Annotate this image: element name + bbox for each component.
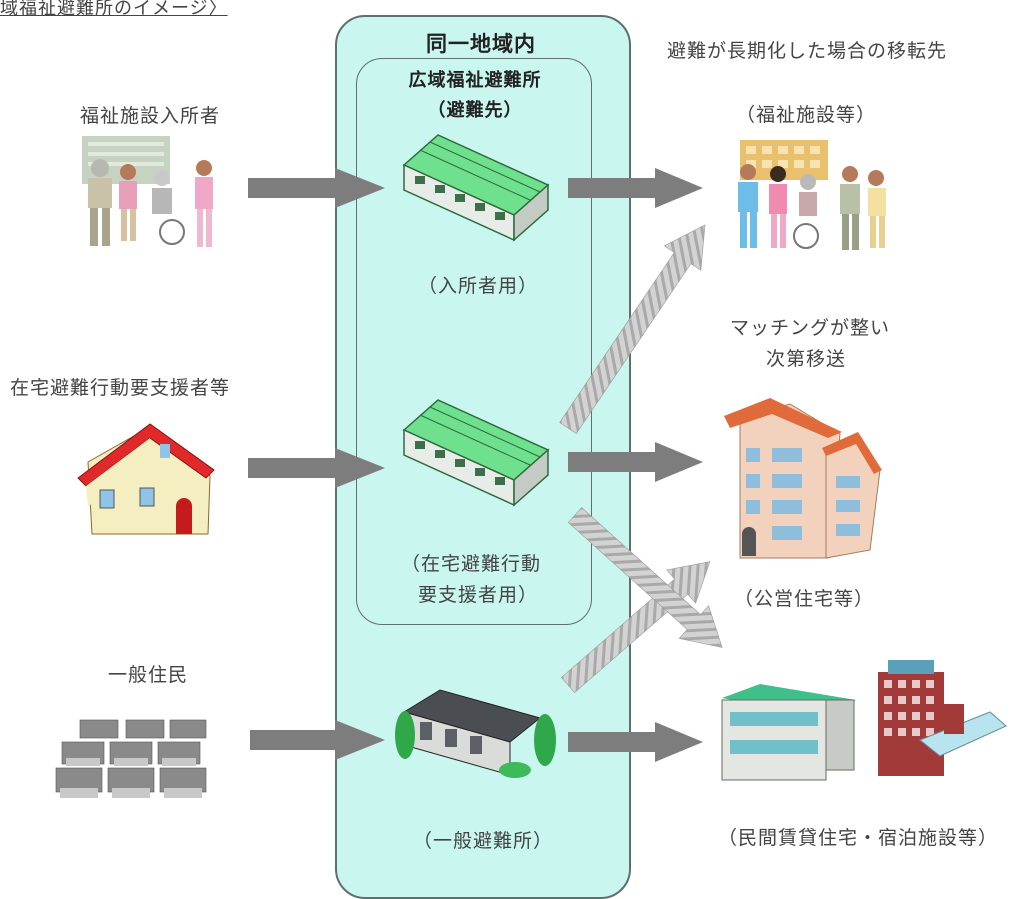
shelter-home-icon <box>402 399 550 507</box>
label-welfare-facilities: （福祉施設等） <box>735 104 877 126</box>
label-shelter-home-line1: （在宅避難行動 <box>400 553 542 575</box>
arrow-dashed-to-welfare <box>559 224 706 435</box>
home-house-icon <box>77 423 215 535</box>
label-matching-line2: 次第移送 <box>765 348 847 370</box>
arrow-general-to-shelter <box>250 720 385 760</box>
diagram-caption: 域福祉避難所のイメージ〉 <box>0 0 228 19</box>
arrow-residents-to-shelter <box>248 168 385 208</box>
general-residents-icon <box>55 719 207 793</box>
label-destinations-heading: 避難が長期化した場合の移転先 <box>666 40 948 62</box>
shelter-general-icon <box>395 689 556 778</box>
arrow-shelter-to-public <box>568 442 703 482</box>
arrow-dashed-to-private <box>567 507 723 648</box>
label-shelter-residents: （入所者用） <box>417 275 539 297</box>
arrow-shelter-to-welfare <box>568 168 703 208</box>
label-public-housing: （公営住宅等） <box>733 588 875 610</box>
label-shelter-general: （一般避難所） <box>412 830 554 852</box>
zone-title: 同一地域内 <box>426 32 536 56</box>
general-residents-walls <box>60 758 202 798</box>
diagram-graphics <box>55 134 1007 798</box>
inner-title: 広域福祉避難所 <box>408 70 542 91</box>
private-rental-icon <box>721 660 1007 781</box>
label-private-rental: （民間賃貸住宅・宿泊施設等） <box>717 827 999 849</box>
label-home-evacuees: 在宅避難行動要支援者等 <box>10 377 231 399</box>
welfare-facilities-icon <box>738 140 886 250</box>
facility-residents-icon <box>82 136 213 247</box>
label-general-residents: 一般住民 <box>107 664 189 686</box>
inner-subtitle: （避難先） <box>427 100 523 121</box>
label-matching-line1: マッチングが整い <box>729 317 891 339</box>
arrow-home-to-shelter <box>248 448 385 488</box>
shelter-residents-icon <box>402 134 550 242</box>
public-housing-icon <box>724 398 882 559</box>
arrow-shelter-to-private <box>568 722 703 762</box>
arrows-dashed <box>559 224 723 693</box>
label-shelter-home-line2: 要支援者用） <box>417 584 539 606</box>
wide-area-shelter-box <box>356 58 592 625</box>
label-facility-residents: 福祉施設入所者 <box>79 105 221 127</box>
arrows-solid <box>248 168 703 762</box>
